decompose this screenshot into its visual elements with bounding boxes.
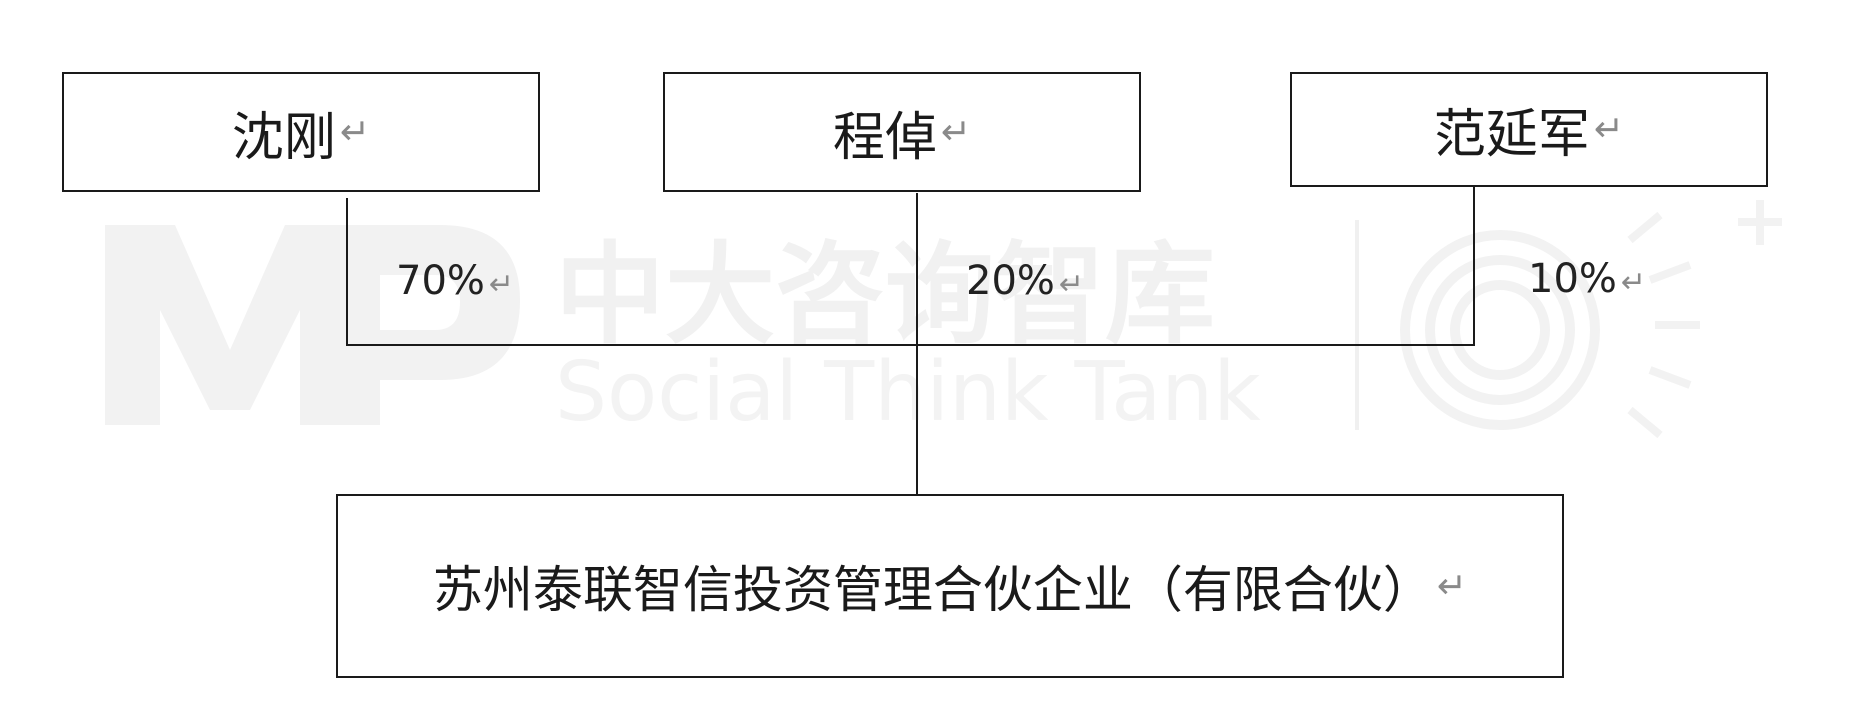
watermark-logo-icon: [105, 225, 520, 425]
company-box: 苏州泰联智信投资管理合伙企业（有限合伙）↵: [336, 494, 1564, 678]
paragraph-mark-icon: ↵: [940, 111, 972, 153]
paragraph-mark-icon: ↵: [1620, 265, 1647, 300]
company-name: 苏州泰联智信投资管理合伙企业（有限合伙）: [432, 561, 1433, 619]
connector-owner-1: [346, 198, 348, 346]
paragraph-mark-icon: ↵: [1436, 565, 1468, 607]
paragraph-mark-icon: ↵: [1058, 267, 1085, 302]
owner-name-3: 范延军: [1433, 105, 1590, 165]
connector-owner-3: [1473, 186, 1475, 346]
paragraph-mark-icon: ↵: [1593, 109, 1625, 150]
paragraph-mark-icon: ↵: [339, 111, 371, 153]
connector-horizontal: [346, 344, 1475, 346]
owner-name-1: 沈刚: [231, 107, 336, 168]
owner-box-3: 范延军↵: [1290, 72, 1768, 187]
owner-box-2: 程倬↵: [663, 72, 1141, 192]
share-label-2: 20%↵: [966, 258, 1085, 304]
paragraph-mark-icon: ↵: [488, 267, 515, 302]
share-label-1: 70%↵: [396, 258, 515, 304]
share-label-3: 10%↵: [1528, 256, 1647, 302]
watermark-rays-icon: [1627, 200, 1782, 439]
owner-name-2: 程倬: [832, 107, 937, 168]
watermark-ring-icon: [1400, 230, 1600, 430]
owner-box-1: 沈刚↵: [62, 72, 540, 192]
